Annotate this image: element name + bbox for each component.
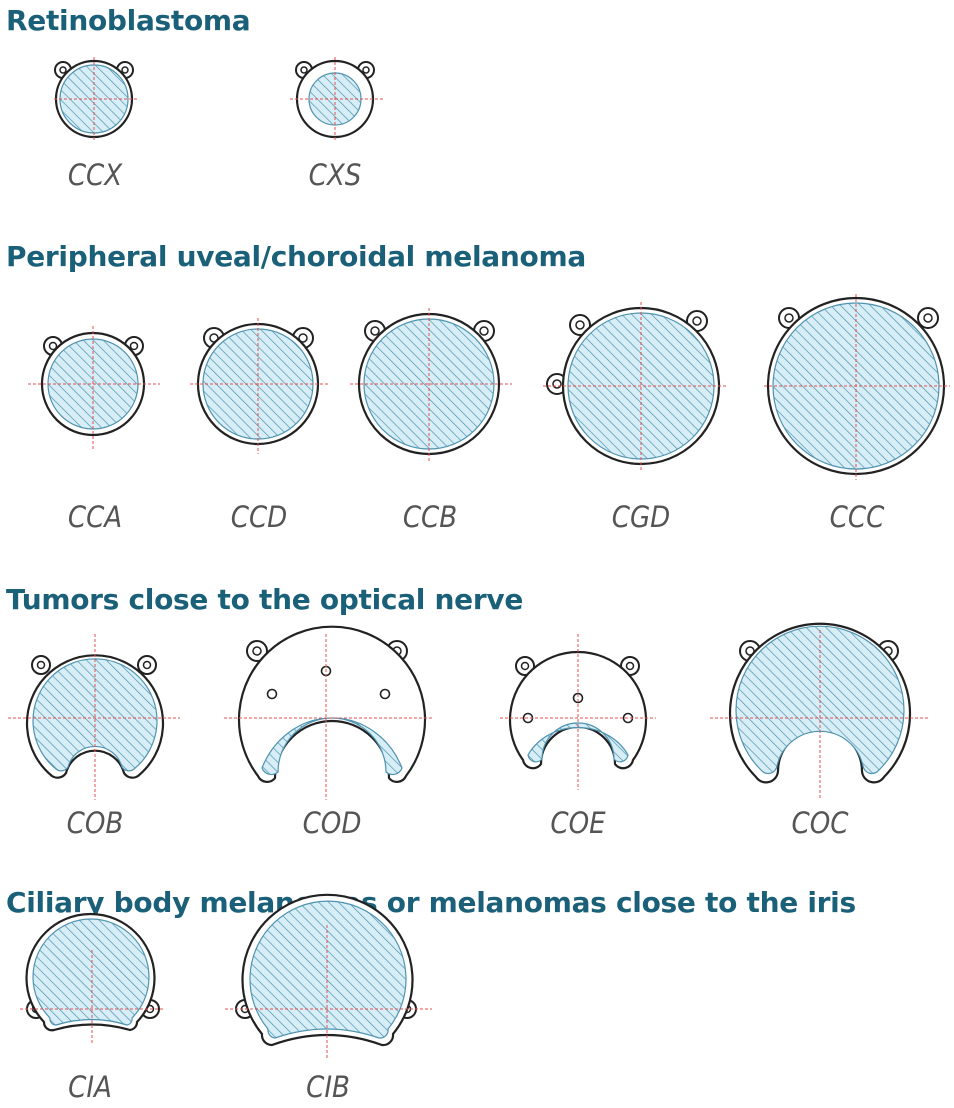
plaque-label-cgd: CGD: [611, 500, 671, 534]
plaque-label-ccx: CCX: [67, 158, 123, 192]
plaque-cia: [20, 913, 165, 1045]
plaque-label-cib: CIB: [306, 1070, 350, 1104]
plaque-label-cob: COB: [66, 806, 124, 840]
section-title-ciliary-body: Ciliary body melanomas or melanomas clos…: [6, 886, 856, 919]
plaque-label-cxs: CXS: [308, 158, 362, 192]
plaque-cib: [225, 893, 432, 1058]
plaque-label-cia: CIA: [68, 1070, 112, 1104]
plaque-cxs: [290, 57, 383, 140]
section-title-peripheral-melanoma: Peripheral uveal/choroidal melanoma: [6, 240, 586, 273]
section-title-optic-nerve-tumors: Tumors close to the optical nerve: [6, 583, 524, 616]
plaque-cgd: [543, 302, 728, 472]
plaque-coe: [500, 634, 656, 790]
plaque-ccx: [54, 57, 137, 140]
plaque-label-cca: CCA: [67, 500, 123, 534]
plaque-label-coc: COC: [791, 806, 849, 840]
plaque-label-cod: COD: [302, 806, 362, 840]
plaque-label-ccb: CCB: [402, 500, 458, 534]
plaque-cob: [8, 634, 180, 800]
plaque-cod: [224, 625, 432, 800]
plaque-label-coe: COE: [550, 806, 606, 840]
plaque-coc: [710, 622, 930, 800]
plaque-ccc: [764, 294, 950, 480]
plaque-label-ccc: CCC: [829, 500, 885, 534]
plaque-label-ccd: CCD: [230, 500, 288, 534]
plaque-ccd: [190, 318, 328, 454]
plaque-ccb: [350, 308, 512, 462]
plaque-cca: [28, 326, 160, 450]
section-title-retinoblastoma: Retinoblastoma: [6, 4, 251, 37]
